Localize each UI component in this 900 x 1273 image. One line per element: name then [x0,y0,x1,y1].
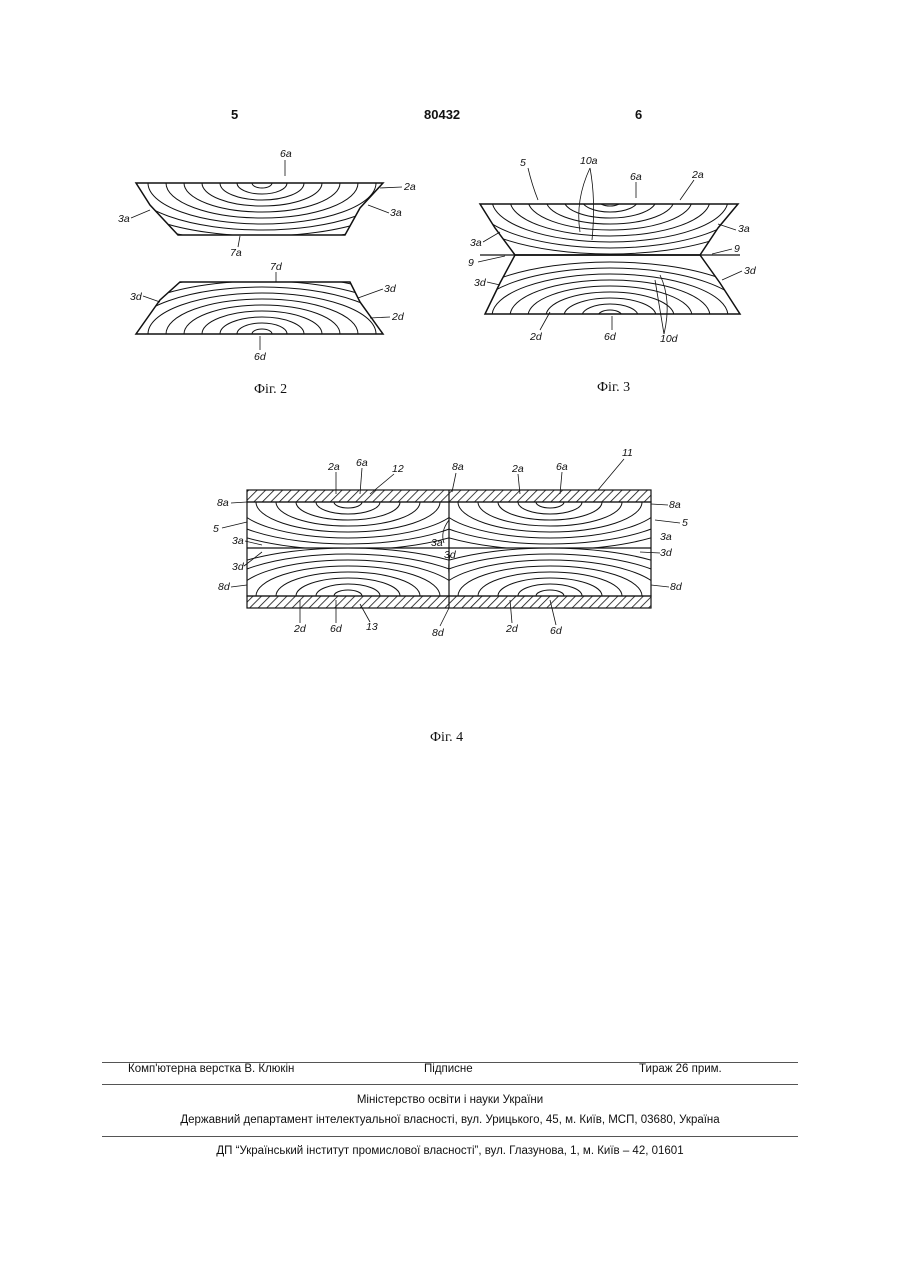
fig2-label-6a: 6a [280,148,292,160]
fig2-label-7a: 7a [230,247,242,259]
fig2-label-3a-left: 3a [118,213,130,225]
fig4-label-3d-right: 3d [660,547,673,559]
fig2-label-3d-right: 3d [384,283,397,295]
fig2-label-7d: 7d [270,261,283,273]
fig2-label-2d: 2d [391,311,405,323]
footer-rule-middle [102,1084,798,1085]
fig2-caption: Фіг. 2 [254,382,287,398]
fig3-label-3a-left: 3a [470,237,482,249]
fig4-label-2d-right: 2d [505,623,519,635]
fig3-label-9-right: 9 [734,243,740,255]
footer-institute: ДП “Український інститут промислової вла… [0,1145,900,1157]
footer-circulation: Тираж 26 прим. [639,1063,722,1075]
fig4-label-2a-left: 2a [327,461,340,473]
fig3-label-2d: 2d [529,331,543,343]
footer-rule-bottom [102,1136,798,1137]
fig4-label-8d-mid: 8d [432,627,445,639]
fig2-label-6d: 6d [254,351,267,363]
fig4-label-6d-right: 6d [550,625,563,637]
fig3-label-6d: 6d [604,331,617,343]
fig4-label-5-right: 5 [682,517,688,529]
fig2-label-2a: 2a [403,181,416,193]
fig3-label-2a: 2a [691,169,704,181]
fig4-label-3a-mid: 3a [431,537,443,549]
fig4-label-5-left: 5 [213,523,219,535]
fig3-label-6a: 6a [630,171,642,183]
fig2-label-3a-right: 3a [390,207,402,219]
fig4-label-8a-mid: 8a [452,461,464,473]
fig4-label-3d-left: 3d [232,561,245,573]
fig4-label-6d-left: 6d [330,623,343,635]
footer-typesetter: Комп'ютерна верстка В. Клюкін [128,1063,294,1075]
fig3-label-3d-left: 3d [474,277,487,289]
footer-department: Державний департамент інтелектуальної вл… [0,1114,900,1126]
footer-signed: Підписне [424,1063,473,1075]
fig4-label-8d-right: 8d [670,581,683,593]
fig2-label-3d-left: 3d [130,291,143,303]
fig4-caption: Фіг. 4 [430,730,463,746]
fig4-label-3a-left: 3a [232,535,244,547]
fig3-label-3d-right: 3d [744,265,757,277]
fig4-label-8a-right: 8a [669,499,681,511]
fig3-label-10d: 10d [660,333,679,345]
fig4-label-2a-right: 2a [511,463,524,475]
fig4-label-6a-left: 6a [356,457,368,469]
footer-ministry: Міністерство освіти і науки України [0,1094,900,1106]
fig3-label-5: 5 [520,157,526,169]
fig4-label-3d-mid: 3d [444,549,457,561]
fig3-label-3a-right: 3a [738,223,750,235]
fig4-label-3a-right: 3a [660,531,672,543]
fig3-label-10a: 10a [580,155,598,167]
fig4-label-6a-right: 6a [556,461,568,473]
fig4-label-8a-left: 8a [217,497,229,509]
fig4-label-2d-left: 2d [293,623,307,635]
fig3-label-9-left: 9 [468,257,474,269]
fig4-label-11: 11 [622,447,633,459]
fig4-label-12: 12 [392,463,404,475]
fig3-caption: Фіг. 3 [597,380,630,396]
fig4-label-8d-left: 8d [218,581,231,593]
fig4-label-13: 13 [366,621,378,633]
